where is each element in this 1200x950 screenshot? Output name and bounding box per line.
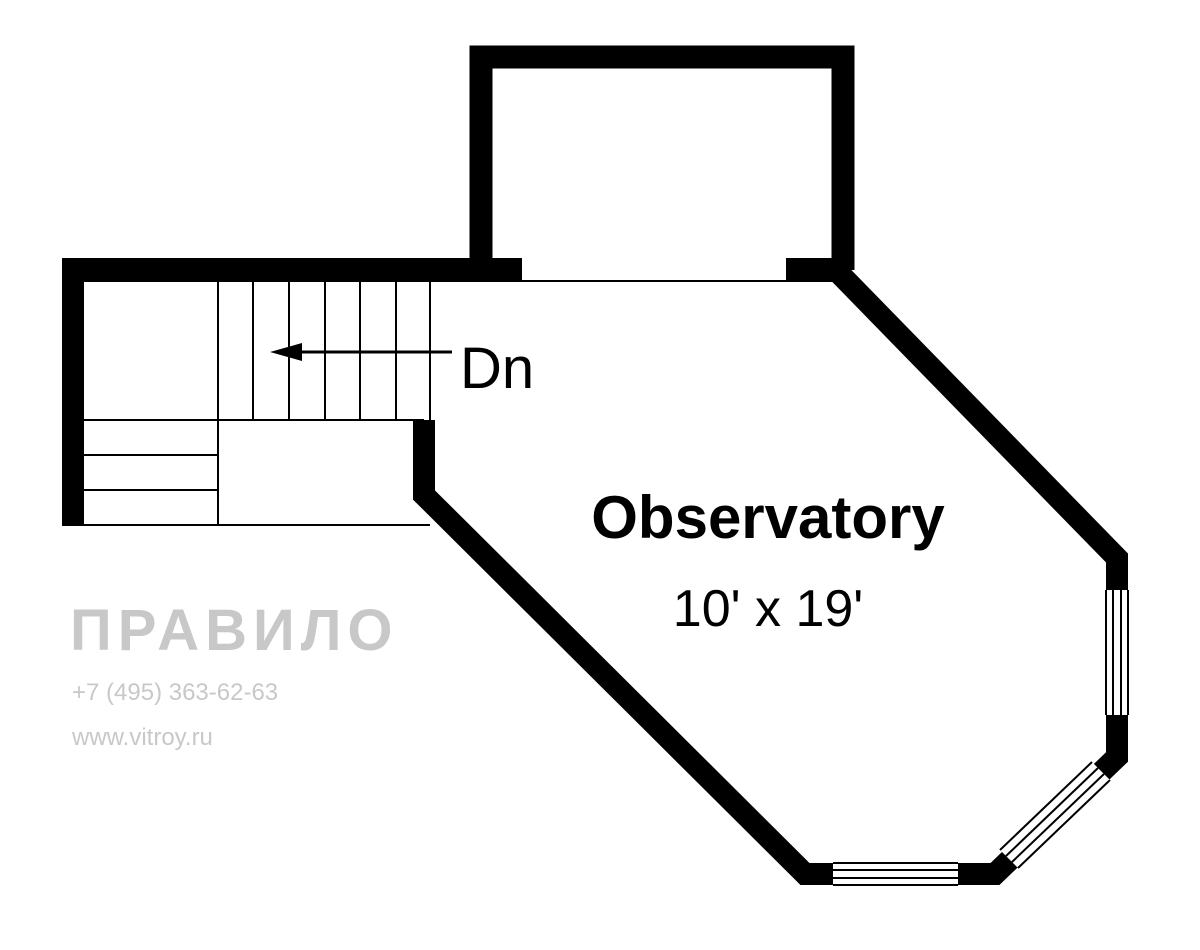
stair-wall [62,258,522,526]
windows [833,590,1130,886]
room-name: Observatory [591,484,945,551]
watermark: ПРАВИЛО +7 (495) 363-62-63 www.vitroy.ru [70,598,399,751]
watermark-url: www.vitroy.ru [71,724,213,751]
walls [62,45,1128,885]
down-arrow [270,343,452,361]
room-size: 10' x 19' [673,580,863,638]
top-room-wall [469,45,855,270]
watermark-phone: +7 (495) 363-62-63 [72,679,278,706]
watermark-brand: ПРАВИЛО [70,598,399,663]
stair-down-label: Dn [460,336,534,401]
